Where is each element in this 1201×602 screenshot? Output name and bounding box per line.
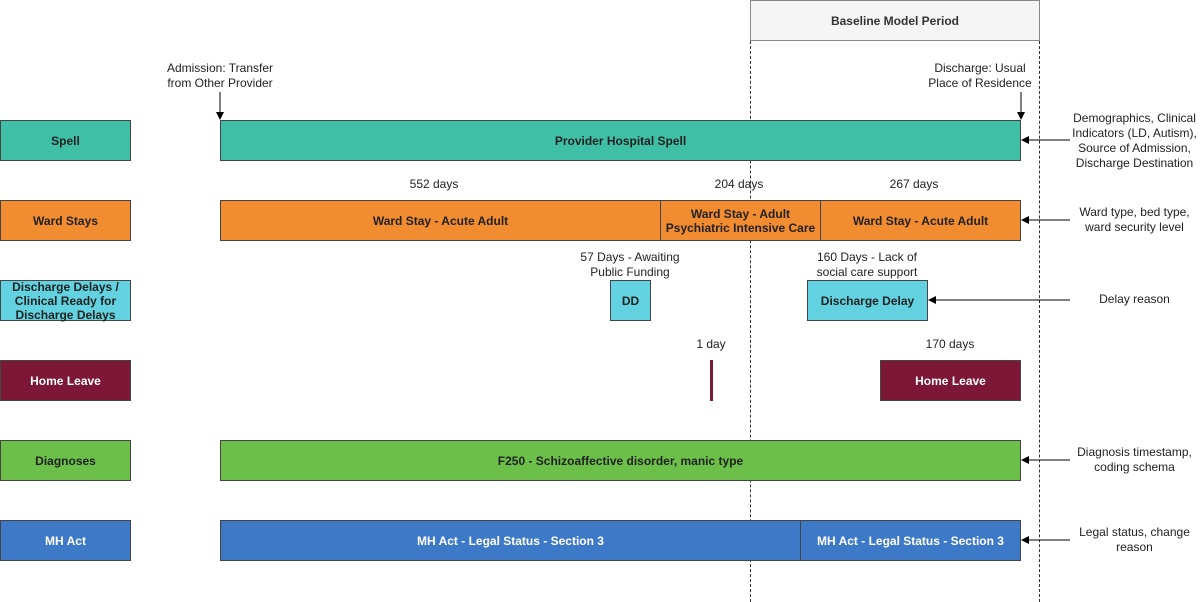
diagnosis-text: F250 - Schizoaffective disorder, manic t… — [497, 453, 744, 468]
mh-act-bar-1: MH Act - Legal Status - Section 3 — [220, 520, 801, 561]
delay-note: Delay reason — [1099, 292, 1170, 306]
ward-stay-2-text: Ward Stay - Adult Psychiatric Intensive … — [665, 206, 816, 235]
row-label-discharge-delays-text: Discharge Delays / Clinical Ready for Di… — [12, 279, 119, 322]
row-label-ward-stays-text: Ward Stays — [33, 213, 98, 228]
row-label-spell-text: Spell — [51, 133, 80, 148]
row-label-ward-stays: Ward Stays — [0, 200, 131, 241]
ward-stay-acute-adult-1: Ward Stay - Acute Adult — [220, 200, 661, 241]
admission-event-label: Admission: Transfer from Other Provider — [166, 61, 274, 90]
home-leave-one-day-mark — [710, 360, 713, 401]
ward-stay-1-text: Ward Stay - Acute Adult — [372, 213, 509, 228]
mh-act-1-text: MH Act - Legal Status - Section 3 — [417, 533, 604, 548]
diagnosis-bar: F250 - Schizoaffective disorder, manic t… — [220, 440, 1021, 481]
ward-stay-acute-adult-2: Ward Stay - Acute Adult — [820, 200, 1021, 241]
row-label-discharge-delays: Discharge Delays / Clinical Ready for Di… — [0, 279, 131, 322]
home-leave-bar: Home Leave — [880, 360, 1021, 401]
dd2-duration: 160 Days - Lack of social care support — [816, 250, 918, 279]
row-label-mh-act-text: MH Act — [45, 533, 86, 548]
mh-act-2-text: MH Act - Legal Status - Section 3 — [817, 533, 1004, 548]
ward3-duration: 267 days — [889, 177, 939, 191]
diagnosis-note: Diagnosis timestamp, coding schema — [1077, 445, 1192, 474]
row-label-spell: Spell — [0, 120, 131, 161]
ward1-duration: 552 days — [409, 177, 459, 191]
ward-note: Ward type, bed type, ward security level — [1079, 205, 1190, 234]
discharge-delay-bar: Discharge Delay — [807, 280, 928, 321]
dd1-duration: 57 Days - Awaiting Public Funding — [580, 250, 680, 279]
mh-act-bar-2: MH Act - Legal Status - Section 3 — [800, 520, 1021, 561]
ward-stay-pic: Ward Stay - Adult Psychiatric Intensive … — [660, 200, 821, 241]
baseline-start-line — [750, 41, 751, 602]
leave2-duration: 170 days — [925, 337, 975, 351]
row-label-home-leave: Home Leave — [0, 360, 131, 401]
baseline-period-header: Baseline Model Period — [750, 0, 1040, 41]
home-leave-text: Home Leave — [915, 373, 986, 388]
discharge-event-label: Discharge: Usual Place of Residence — [928, 61, 1032, 90]
row-label-home-leave-text: Home Leave — [30, 373, 101, 388]
ward2-duration: 204 days — [714, 177, 764, 191]
baseline-end-line — [1039, 41, 1040, 602]
mh-note: Legal status, change reason — [1079, 525, 1190, 554]
row-label-diagnoses: Diagnoses — [0, 440, 131, 481]
baseline-period-label: Baseline Model Period — [830, 13, 960, 28]
row-label-mh-act: MH Act — [0, 520, 131, 561]
discharge-delay-dd: DD — [610, 280, 651, 321]
leave1-duration: 1 day — [696, 337, 726, 351]
provider-hospital-spell-bar: Provider Hospital Spell — [220, 120, 1021, 161]
spell-note: Demographics, Clinical Indicators (LD, A… — [1072, 111, 1197, 170]
row-label-diagnoses-text: Diagnoses — [35, 453, 96, 468]
provider-hospital-spell-text: Provider Hospital Spell — [554, 133, 687, 148]
discharge-delay-text: Discharge Delay — [820, 293, 915, 308]
ward-stay-3-text: Ward Stay - Acute Adult — [852, 213, 989, 228]
discharge-delay-dd-text: DD — [621, 293, 640, 308]
